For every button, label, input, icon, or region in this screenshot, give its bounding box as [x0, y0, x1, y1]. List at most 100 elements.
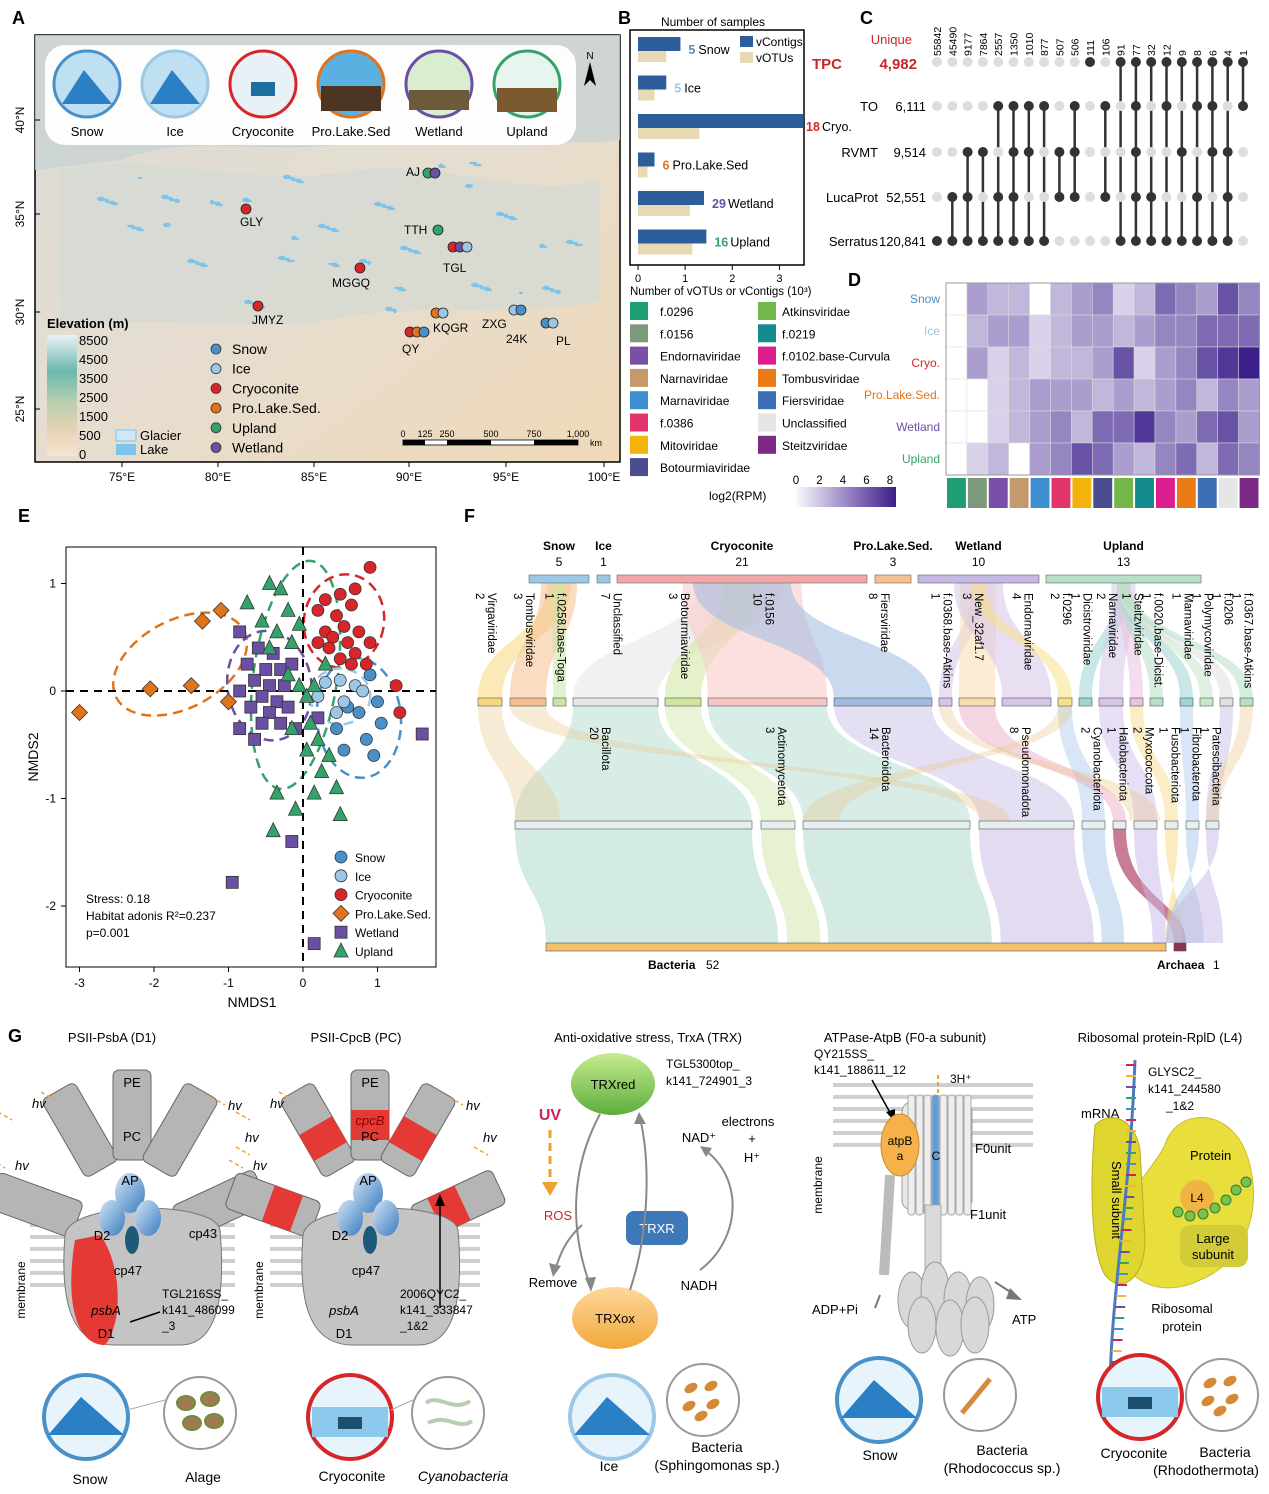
confidence-ellipse: [309, 667, 372, 726]
heatmap-cell: [1029, 282, 1051, 316]
peptide-bead: [1184, 1210, 1196, 1222]
mountain-icon: [574, 1397, 650, 1435]
heatmap-cell: [1050, 314, 1072, 348]
phylum-label: Myxococcota: [1143, 727, 1155, 795]
family-node: [938, 697, 953, 707]
colorbar-tick: 8: [887, 475, 893, 487]
lake-patch: [187, 258, 195, 264]
intersection-dot: [1130, 236, 1141, 246]
contig-label: _1&2: [399, 1319, 428, 1333]
bacterium-cell: [682, 1400, 696, 1412]
point-ice: [311, 689, 325, 703]
intersection-dot: [932, 236, 942, 246]
panel-b-title: Number of samples: [661, 15, 765, 29]
heatmap-cell: [1050, 346, 1072, 380]
sankey-flow: [1166, 829, 1224, 943]
point-wetland: [248, 673, 261, 687]
heatmap-cell: [1133, 410, 1156, 444]
pe-label: PE: [361, 1075, 379, 1090]
family-label: Polymycoviridae: [1202, 593, 1214, 677]
ribo-protein-label-2: protein: [1162, 1319, 1202, 1334]
lake-patch: [542, 285, 550, 291]
intersection-dot: [1238, 57, 1248, 67]
intersection-dot: [1192, 57, 1203, 67]
heatmap-cell: [945, 314, 968, 348]
y-tick-label: -1: [45, 792, 56, 806]
lake-patch: [283, 174, 291, 180]
lat-label: 35°N: [13, 201, 27, 228]
point-lake: [332, 904, 350, 922]
point-upland: [284, 633, 300, 650]
family-color-strip: [1030, 478, 1050, 508]
f1-label: F1unit: [970, 1207, 1007, 1222]
intersection-dot: [1146, 236, 1157, 246]
family-count: 8: [866, 593, 878, 599]
lake-patch: [469, 161, 475, 165]
family-count: 1: [1120, 593, 1132, 599]
point-snow: [374, 716, 388, 730]
elevation-tick: 0: [79, 447, 86, 462]
bar-vcontig: [638, 229, 707, 244]
sankey-flow: [1082, 829, 1125, 943]
heatmap-cell: [1217, 346, 1239, 380]
lon-label: 85°E: [301, 470, 327, 484]
intersection-dot: [1146, 101, 1157, 111]
intersection-dot: [947, 101, 958, 111]
lake-label: Lake: [140, 442, 168, 457]
d2-label: D2: [94, 1228, 111, 1243]
legend-dot: [210, 402, 222, 414]
scale-bar-seg: [403, 440, 425, 445]
panel-label-e: E: [18, 506, 30, 526]
point-snow: [334, 850, 348, 864]
intersection-dot: [1100, 147, 1111, 157]
connector: [126, 1399, 166, 1411]
intersection-dot: [962, 57, 973, 67]
point-cryoconite: [326, 630, 340, 644]
intersection-dot: [1085, 192, 1095, 202]
domain-label-archaea: Archaea: [1157, 958, 1205, 972]
lake-patch: [161, 194, 169, 200]
lon-label: 95°E: [493, 470, 519, 484]
phylum-node: [514, 820, 753, 830]
bacterium-cell: [1225, 1393, 1239, 1405]
heatmap-cell: [1238, 410, 1260, 444]
heatmap-cell: [1008, 378, 1030, 412]
cpcb-highlight: [351, 1110, 389, 1140]
point-wetland: [248, 732, 261, 746]
heatmap-cell: [1071, 346, 1093, 380]
heatmap-cell: [1029, 378, 1051, 412]
trx-contig-2: k141_724901_3: [666, 1074, 752, 1088]
atp-contig-2: k141_188611_12: [814, 1063, 906, 1077]
heatmap-cell: [966, 282, 989, 316]
elevation-tick: 3500: [79, 371, 108, 386]
heatmap-cell: [1196, 378, 1218, 412]
legend-label: Ice: [355, 870, 371, 884]
sankey-flow: [1206, 706, 1253, 821]
site-label: GLY: [240, 215, 263, 229]
heatmap-cell: [1154, 282, 1177, 316]
sankey-flow: [803, 829, 992, 943]
phylum-count: 14: [867, 727, 879, 740]
protein-label: Protein: [1190, 1148, 1231, 1163]
family-count: 1: [929, 593, 941, 599]
intersection-size: 45490: [947, 27, 959, 56]
intersection-dot: [1054, 147, 1065, 157]
bacterium-cell: [1213, 1405, 1227, 1417]
point-cryoconite: [393, 706, 407, 719]
heatmap-cell: [1133, 282, 1156, 316]
atpb-label-1: atpB: [888, 1134, 913, 1148]
sankey-flow: [834, 706, 1074, 821]
point-wetland: [233, 684, 247, 698]
diagram-title: Anti-oxidative stress, TrxA (TRX): [554, 1030, 742, 1045]
family-count: 1: [1230, 593, 1242, 599]
lake-patch: [394, 286, 402, 290]
bacterium-cell: [704, 1380, 718, 1392]
heatmap-cell: [1071, 410, 1093, 444]
point-wetland: [233, 625, 247, 639]
intersection-dot: [1008, 147, 1019, 157]
intersection-dot: [1161, 101, 1172, 111]
heatmap-cell: [1238, 346, 1260, 380]
cp47-label: cp47: [352, 1263, 380, 1278]
heatmap-cell: [1112, 378, 1135, 412]
